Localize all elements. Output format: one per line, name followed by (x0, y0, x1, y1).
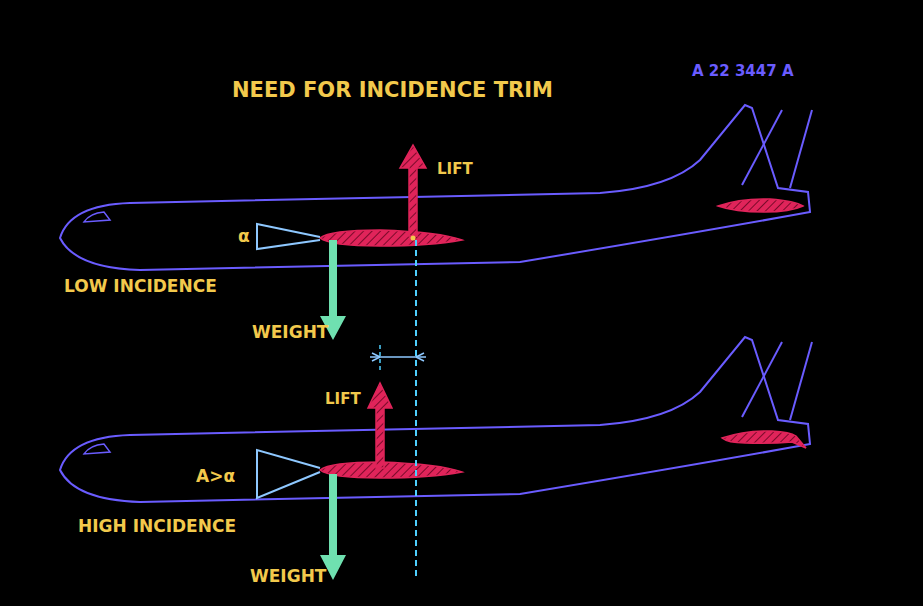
angle-label: α (238, 228, 250, 245)
force-label: LIFT (437, 162, 473, 177)
drawing-number: A 22 3447 A (692, 64, 794, 79)
title: NEED FOR INCIDENCE TRIM (232, 80, 553, 101)
state-label: LOW INCIDENCE (64, 278, 217, 295)
force-label: WEIGHT (250, 568, 326, 585)
force-label: WEIGHT (252, 324, 328, 341)
state-label: HIGH INCIDENCE (78, 518, 236, 535)
force-label: LIFT (325, 392, 361, 407)
angle-label: A>α (196, 468, 235, 485)
